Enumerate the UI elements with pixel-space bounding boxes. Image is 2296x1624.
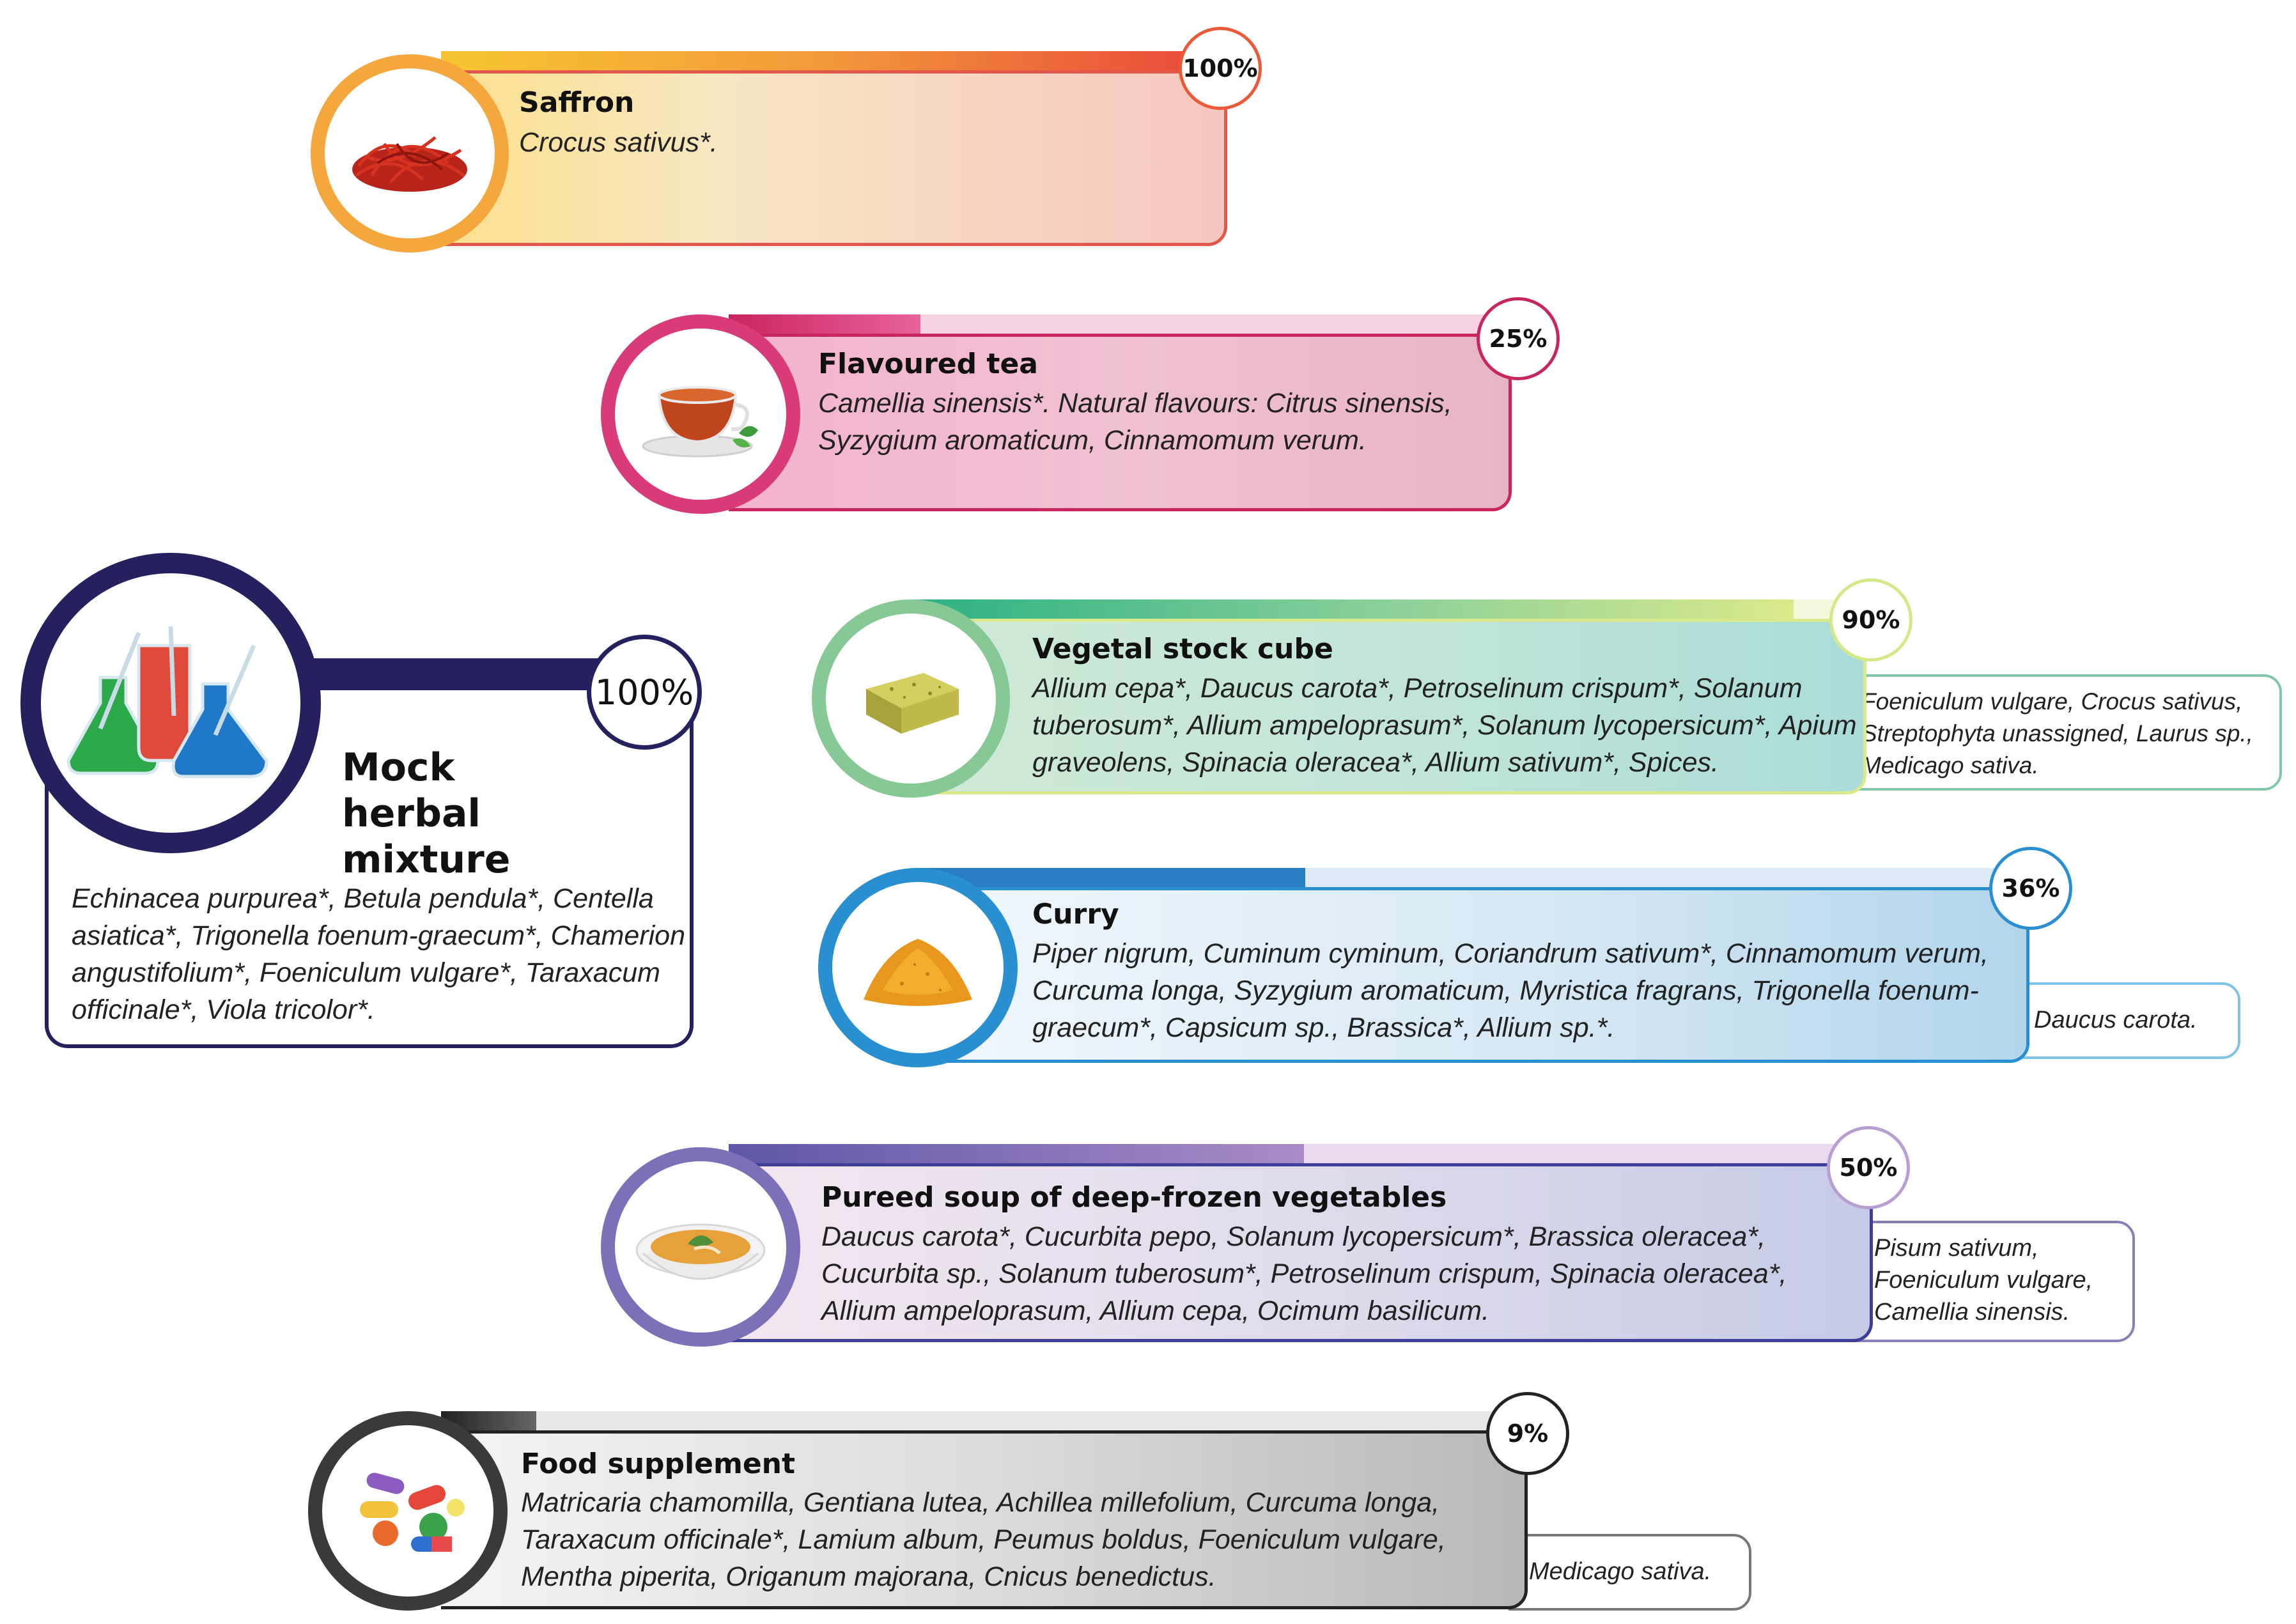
panel-tea [729,334,1512,511]
title-supplement: Food supplement [521,1448,796,1480]
species-stock: Allium cepa*, Daucus carota*, Petroselin… [1032,673,1857,778]
soup-bowl-icon [635,1223,766,1280]
extra-species-supplement: Medicago sativa. [1509,1534,1751,1611]
panel-supplement [441,1430,1528,1609]
species-mock: Echinacea purpurea*, Betula pendula*, Ce… [72,883,685,1025]
image-circle-supplement [308,1411,508,1611]
image-circle-soup [601,1147,800,1347]
image-circle-tea [601,314,800,514]
extra-species-soup: Pisum sativum, Foeniculum vulgare, Camel… [1854,1221,2135,1342]
species-supplement: Matricaria chamomilla, Gentiana lutea, A… [521,1487,1446,1592]
panel-stock [908,619,1866,794]
extra-species-curry: Daucus carota. [2013,982,2240,1059]
percent-badge-stock: 90% [1829,578,1912,661]
species-soup: Daucus carota*, Cucurbita pepo, Solanum … [821,1221,1787,1326]
saffron-threads-icon [352,136,467,192]
title-saffron: Saffron [519,86,635,119]
percent-badge-saffron: 100% [1179,27,1262,110]
stock-cube-icon [866,673,959,734]
percent-badge-curry: 36% [1989,847,2072,930]
title-soup: Pureed soup of deep-frozen vegetables [821,1181,1447,1214]
species-saffron: Crocus sativus*. [519,127,718,158]
percent-badge-mock: 100% [587,635,702,750]
percent-badge-soup: 50% [1827,1126,1910,1209]
panel-saffron [441,70,1227,246]
pills-icon [360,1473,465,1552]
lab-flasks-icon [66,626,268,778]
percent-badge-tea: 25% [1477,297,1560,380]
species-tea: Camellia sinensis*. Natural flavours: Ci… [818,388,1452,456]
title-mock: Mock herbal mixture [342,745,511,882]
image-circle-curry [818,868,1018,1067]
title-curry: Curry [1032,898,1119,931]
image-circle-stock [812,599,1010,798]
panel-soup [729,1163,1873,1342]
extra-species-stock: Foeniculum vulgare, Crocus sativus, Stre… [1841,674,2282,791]
title-tea: Flavoured tea [818,348,1038,380]
image-circle-saffron [311,54,509,252]
curry-powder-icon [864,939,972,1006]
species-curry: Piper nigrum, Cuminum cyminum, Coriandru… [1032,938,1989,1043]
percent-badge-supplement: 9% [1486,1392,1569,1475]
panel-curry [914,887,2029,1063]
image-circle-mock [20,553,321,853]
title-stock: Vegetal stock cube [1032,633,1333,665]
tea-cup-icon [642,386,758,458]
